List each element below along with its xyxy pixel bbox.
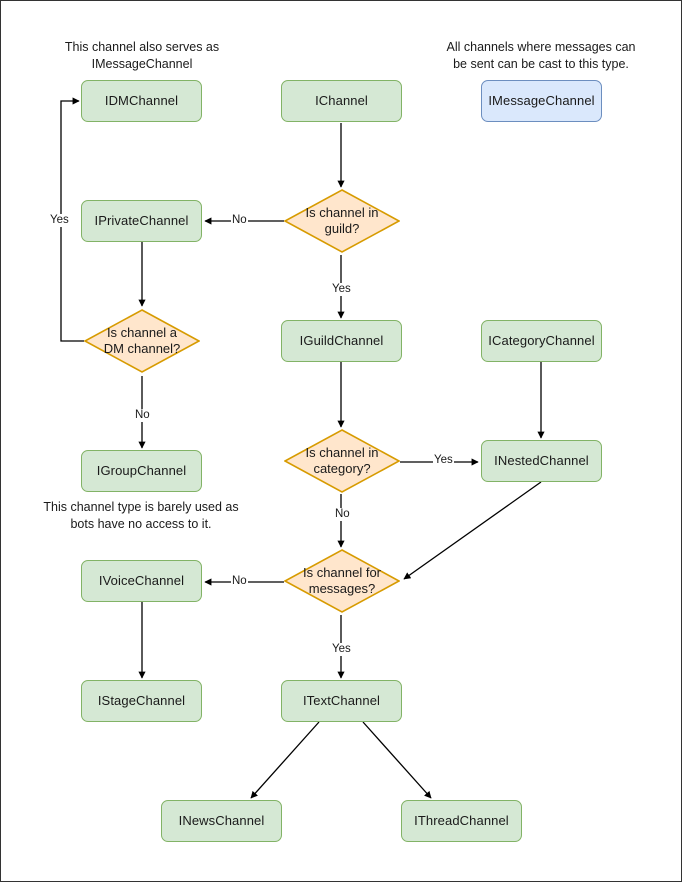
node-is-channel-in-category[interactable]: Is channel in category? [284, 429, 400, 493]
edge-label-guild-yes: Yes [331, 283, 352, 296]
node-istage-channel[interactable]: IStageChannel [81, 680, 202, 722]
node-itext-channel[interactable]: ITextChannel [281, 680, 402, 722]
node-inested-channel[interactable]: INestedChannel [481, 440, 602, 482]
node-idm-channel[interactable]: IDMChannel [81, 80, 202, 122]
node-inews-channel[interactable]: INewsChannel [161, 800, 282, 842]
node-imessage-channel[interactable]: IMessageChannel [481, 80, 602, 122]
node-igroup-channel[interactable]: IGroupChannel [81, 450, 202, 492]
node-icategory-channel[interactable]: ICategoryChannel [481, 320, 602, 362]
edge-label-messages-yes: Yes [331, 643, 352, 656]
edge-inestedchannel-to-messages [403, 481, 542, 580]
annotation-group-channel: This channel type is barely used as bots… [43, 500, 239, 531]
diamond-shape [284, 549, 400, 613]
edge-label-category-no: No [334, 508, 351, 521]
node-iguild-channel[interactable]: IGuildChannel [281, 320, 402, 362]
edge-label-messages-no: No [231, 575, 248, 588]
edge-itextchannel-to-inewschannel [250, 721, 320, 799]
node-iprivate-channel[interactable]: IPrivateChannel [81, 200, 202, 242]
node-ivoice-channel[interactable]: IVoiceChannel [81, 560, 202, 602]
edge-label-dm-no: No [134, 409, 151, 422]
node-is-channel-dm[interactable]: Is channel a DM channel? [84, 309, 200, 373]
node-is-channel-in-guild[interactable]: Is channel in guild? [284, 189, 400, 253]
node-ithread-channel[interactable]: IThreadChannel [401, 800, 522, 842]
diamond-shape [84, 309, 200, 373]
edge-label-guild-no: No [231, 214, 248, 227]
diamond-shape [284, 189, 400, 253]
edge-label-dm-yes: Yes [49, 214, 70, 227]
edge-label-category-yes: Yes [433, 454, 454, 467]
node-ichannel[interactable]: IChannel [281, 80, 402, 122]
edge-itextchannel-to-ithreadchannel [362, 721, 432, 799]
diamond-shape [284, 429, 400, 493]
annotation-message-channel: All channels where messages can be sent … [446, 40, 636, 71]
node-is-channel-for-messages[interactable]: Is channel for messages? [284, 549, 400, 613]
annotation-dm-channel: This channel also serves as IMessageChan… [64, 40, 220, 71]
